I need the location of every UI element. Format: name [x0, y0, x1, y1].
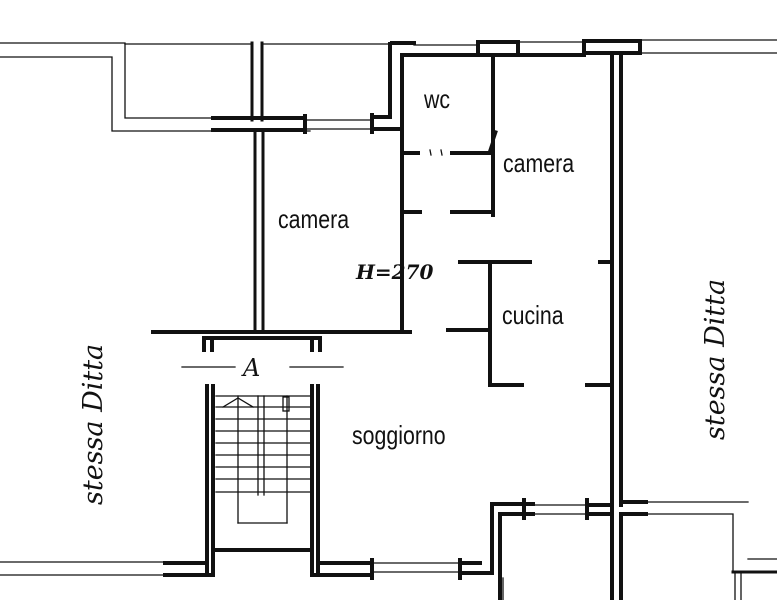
wc-walls	[400, 53, 498, 332]
camera-left-walls	[151, 128, 412, 334]
exterior-top-lines	[0, 39, 777, 54]
ceiling-height-annotation: H=270	[356, 260, 434, 284]
stairwell	[205, 384, 320, 577]
bottom-walls	[0, 498, 777, 600]
room-label-cucina: cucina	[502, 300, 564, 330]
cucina-walls	[446, 260, 614, 387]
room-label-camera-left: camera	[278, 204, 350, 234]
neighbor-label-left: stessa Ditta	[78, 343, 109, 505]
section-marker-a: A	[243, 354, 261, 382]
stair-landing	[181, 336, 344, 368]
room-label-camera-right: camera	[503, 148, 575, 178]
neighbor-label-right: stessa Ditta	[700, 278, 731, 440]
balcony-left	[0, 41, 404, 134]
room-label-soggiorno: soggiorno	[352, 420, 446, 450]
right-party-wall	[610, 51, 623, 600]
room-label-wc: wc	[424, 84, 451, 114]
top-wall	[390, 39, 642, 57]
